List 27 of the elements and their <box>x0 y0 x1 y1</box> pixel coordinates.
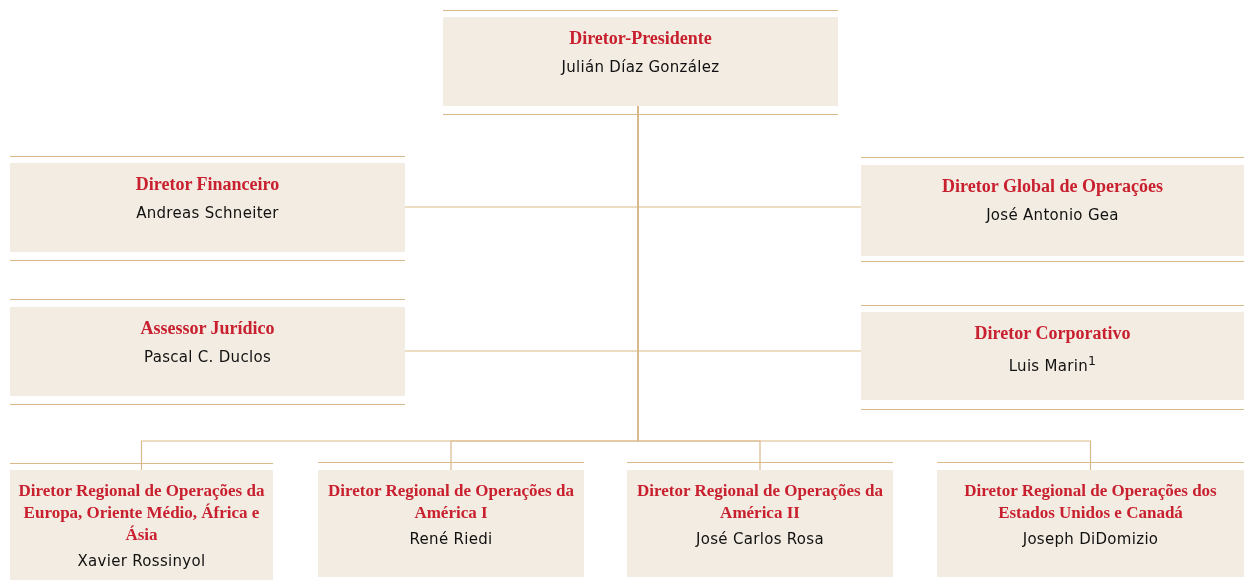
person-name: Pascal C. Duclos <box>144 348 271 367</box>
person-name: Luis Marin$^{1}$ <box>1008 353 1097 376</box>
position-box <box>861 165 1244 256</box>
position-box <box>627 470 893 577</box>
position-box <box>861 312 1244 400</box>
job-title: Diretor Regional de Operações dos Estados Unidos e Canadá <box>963 480 1218 525</box>
person-name: Joseph DiDomizio <box>1022 530 1159 549</box>
job-title: Diretor-Presidente <box>569 27 712 50</box>
person-name: Xavier Rossinyol <box>77 552 206 571</box>
position-box <box>443 17 838 106</box>
position-box <box>318 470 584 577</box>
position-box <box>10 163 405 252</box>
job-title: Diretor Regional de Operações da Europa, Oriente Médio, África e Ásia <box>17 480 266 547</box>
job-title: Diretor Global de Operações <box>942 175 1163 198</box>
job-title: Assessor Jurídico <box>140 317 275 340</box>
job-title: Diretor Financeiro <box>135 173 280 196</box>
person-name: René Riedi <box>409 530 493 549</box>
person-name: Julián Díaz González <box>561 58 720 77</box>
person-name: José Antonio Gea <box>986 206 1119 225</box>
job-title: Diretor Corporativo <box>974 322 1131 345</box>
person-name: Andreas Schneiter <box>136 204 279 223</box>
job-title: Diretor Regional de Operações da América II <box>636 480 884 525</box>
position-box <box>937 470 1244 577</box>
job-title: Diretor Regional de Operações da América I <box>327 480 575 525</box>
position-box <box>10 470 273 580</box>
position-box <box>10 307 405 396</box>
person-name: José Carlos Rosa <box>696 530 824 549</box>
